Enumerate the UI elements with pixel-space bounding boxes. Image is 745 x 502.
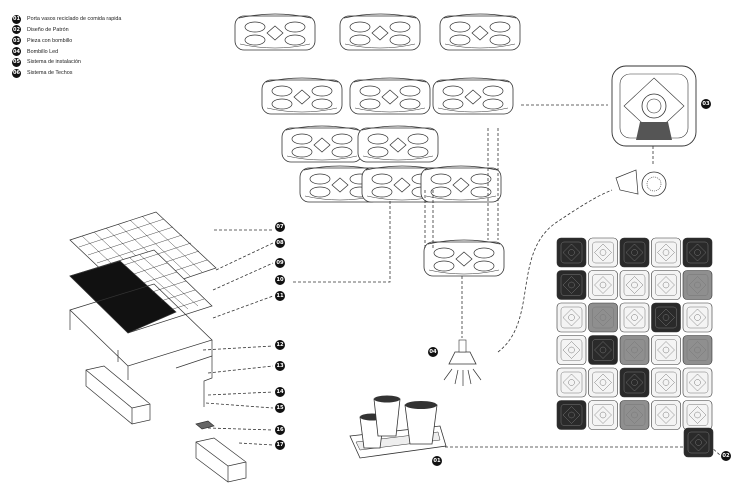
dashed-leader-lines bbox=[202, 104, 722, 457]
pattern-tile bbox=[651, 335, 681, 365]
legend-number: 03 bbox=[12, 36, 21, 46]
legend-item: 01 Porta vasos reciclado de comida rapid… bbox=[12, 14, 121, 24]
pattern-tile bbox=[651, 237, 681, 268]
pattern-tile bbox=[556, 400, 587, 430]
pattern-tile bbox=[588, 335, 618, 365]
legend-item: 03 Pieza con bombillo bbox=[12, 36, 121, 46]
pattern-tile bbox=[682, 237, 713, 268]
legend-number: 06 bbox=[12, 68, 21, 78]
callout-01: 01 bbox=[432, 456, 442, 466]
pattern-tile bbox=[682, 302, 713, 333]
pattern-tile bbox=[588, 400, 618, 430]
callout-03: 03 bbox=[701, 99, 711, 109]
pattern-tile bbox=[682, 367, 713, 398]
pattern-tile bbox=[588, 237, 618, 268]
callout-07: 07 bbox=[275, 222, 285, 232]
pattern-tile bbox=[682, 335, 713, 365]
tile-pattern-grid bbox=[556, 237, 713, 430]
legend-label: Bombillo Led bbox=[27, 48, 59, 55]
callout-11: 11 bbox=[275, 291, 285, 301]
legend-label: Sistema de Techos bbox=[27, 70, 73, 77]
pattern-tile bbox=[588, 367, 618, 398]
legend-item: 02 Diseño de Patrón bbox=[12, 25, 121, 35]
pattern-tile bbox=[651, 302, 681, 333]
pattern-single-tile bbox=[683, 427, 714, 458]
legend: 01 Porta vasos reciclado de comida rapid… bbox=[12, 14, 121, 79]
pattern-tile bbox=[556, 302, 587, 333]
legend-number: 01 bbox=[12, 14, 21, 24]
cup-holder-with-cups bbox=[349, 395, 447, 459]
pattern-tile bbox=[556, 335, 587, 365]
legend-label: Sistema de instalación bbox=[27, 59, 81, 66]
pattern-tile bbox=[588, 302, 618, 333]
pattern-tile bbox=[682, 270, 713, 300]
callout-04: 04 bbox=[428, 347, 438, 357]
pattern-tile bbox=[556, 270, 587, 300]
led-bulb-parts bbox=[615, 169, 667, 197]
pattern-tile bbox=[651, 367, 681, 398]
legend-label: Diseño de Patrón bbox=[27, 26, 69, 33]
pattern-tile bbox=[556, 237, 587, 268]
legend-number: 02 bbox=[12, 25, 21, 35]
pattern-tile bbox=[682, 400, 713, 430]
pattern-tile bbox=[651, 400, 681, 430]
legend-number: 05 bbox=[12, 57, 21, 67]
legend-item: 04 Bombillo Led bbox=[12, 46, 121, 57]
callout-12: 12 bbox=[275, 340, 285, 350]
callout-16: 16 bbox=[275, 425, 285, 435]
callout-08: 08 bbox=[275, 238, 285, 248]
pattern-tile bbox=[619, 270, 650, 300]
legend-number: 04 bbox=[12, 47, 21, 57]
callout-13: 13 bbox=[275, 361, 285, 371]
pattern-tile bbox=[619, 302, 650, 333]
lamp-fixture-tile bbox=[611, 65, 697, 147]
legend-item: 05 Sistema de instalación bbox=[12, 57, 121, 67]
legend-item: 06 Sistema de Techos bbox=[12, 68, 121, 78]
pattern-tile bbox=[588, 270, 618, 300]
callout-17: 17 bbox=[275, 440, 285, 450]
pattern-tile bbox=[619, 367, 650, 398]
roof-system-exploded bbox=[69, 211, 247, 483]
pattern-tile bbox=[619, 335, 650, 365]
callout-14: 14 bbox=[275, 387, 285, 397]
pattern-tile bbox=[619, 237, 650, 268]
pattern-tile bbox=[556, 367, 587, 398]
pattern-tile bbox=[619, 400, 650, 430]
callout-02: 02 bbox=[721, 451, 731, 461]
legend-label: Porta vasos reciclado de comida rapida bbox=[27, 16, 122, 23]
callout-09: 09 bbox=[275, 258, 285, 268]
legend-label: Pieza con bombillo bbox=[27, 37, 73, 44]
pattern-tile bbox=[651, 270, 681, 300]
ceiling-tray-array bbox=[234, 13, 521, 277]
hanging-led-lamp bbox=[443, 339, 482, 386]
callout-10: 10 bbox=[275, 275, 285, 285]
callout-15: 15 bbox=[275, 403, 285, 413]
